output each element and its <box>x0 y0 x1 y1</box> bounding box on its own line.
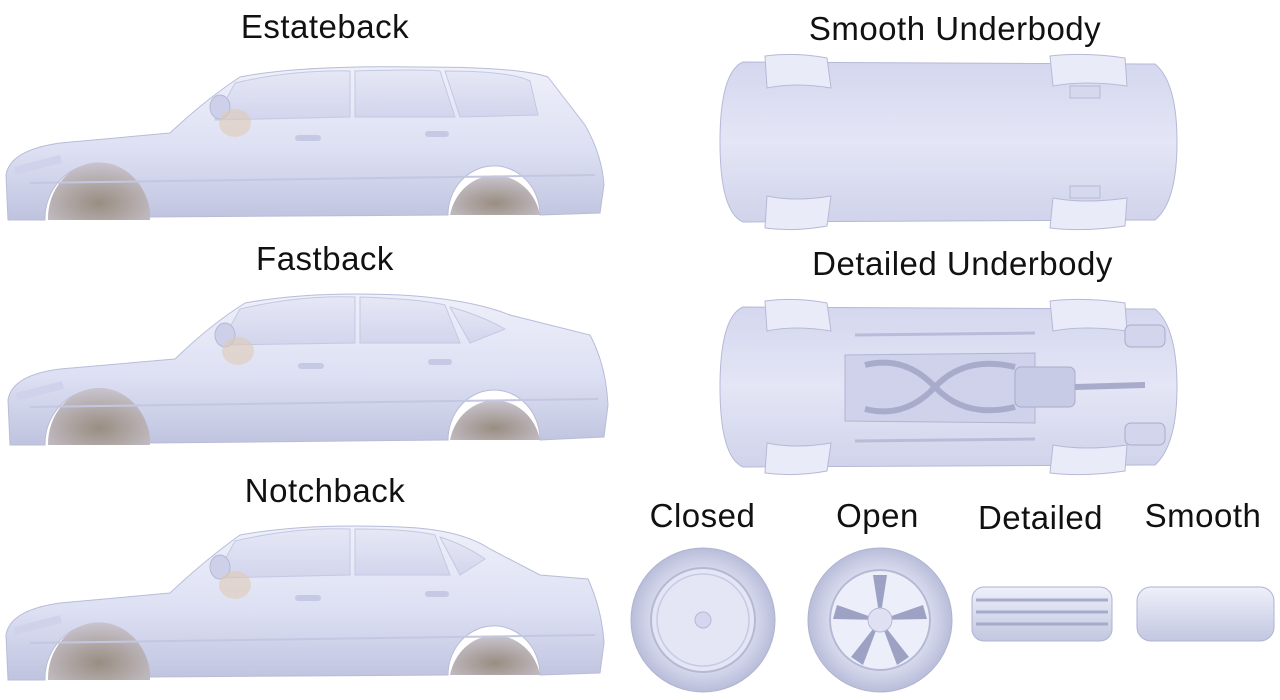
detailed-wheel-figure <box>971 586 1113 642</box>
open-wheel-label: Open <box>836 497 919 534</box>
estateback-label: Estateback <box>240 8 410 45</box>
closed-wheel-label: Closed <box>649 497 756 534</box>
fastback-car-figure <box>7 293 609 446</box>
detailed-underbody-label: Detailed Underbody <box>812 245 1113 282</box>
smooth-wheel-label: Smooth <box>1144 497 1262 534</box>
open-wheel-figure <box>807 547 953 693</box>
detailed-underbody-figure <box>719 298 1178 476</box>
smooth-wheel-figure <box>1136 586 1275 642</box>
smooth-underbody-figure <box>719 53 1178 231</box>
smooth-underbody-label: Smooth Underbody <box>808 10 1102 47</box>
closed-wheel-figure <box>630 547 776 693</box>
estateback-car-figure <box>5 66 605 221</box>
notchback-car-figure <box>5 525 605 681</box>
notchback-label: Notchback <box>244 472 406 509</box>
fastback-label: Fastback <box>256 240 394 277</box>
detailed-wheel-label: Detailed <box>977 499 1104 536</box>
